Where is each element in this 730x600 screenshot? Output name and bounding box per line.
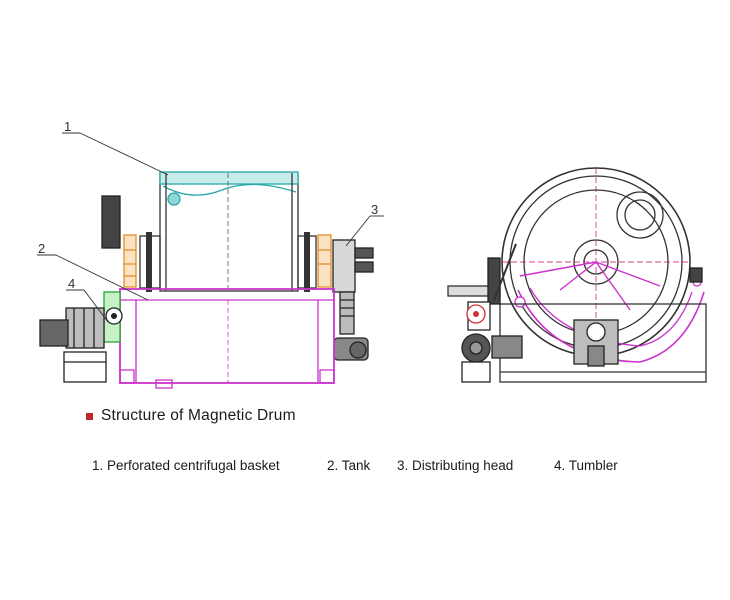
callout-leaders [37, 132, 384, 323]
title-text: Structure of Magnetic Drum [101, 407, 296, 424]
callout-4: 4 [68, 276, 75, 291]
tumbler-drive [39, 291, 123, 383]
red-square-bullet-icon [86, 412, 93, 420]
legend-item-3: 3. Distributing head [397, 458, 514, 473]
legend-item-2: 2. Tank [327, 458, 371, 473]
left-valve [123, 234, 137, 288]
side-tank [514, 261, 705, 363]
legend-item-1: 1. Perforated centrifugal basket [92, 458, 280, 473]
callout-1: 1 [64, 119, 71, 134]
callout-3: 3 [371, 202, 378, 217]
distributing-head [332, 239, 374, 361]
tank [119, 288, 335, 389]
legend-item-4: 4. Tumbler [554, 458, 618, 473]
callout-2: 2 [38, 241, 45, 256]
right-valve [317, 234, 332, 288]
diagram-title: Structure of Magnetic Drum [86, 407, 296, 425]
perforated-centrifugal-basket [159, 171, 299, 292]
side-view [447, 167, 707, 383]
front-view [39, 171, 374, 389]
